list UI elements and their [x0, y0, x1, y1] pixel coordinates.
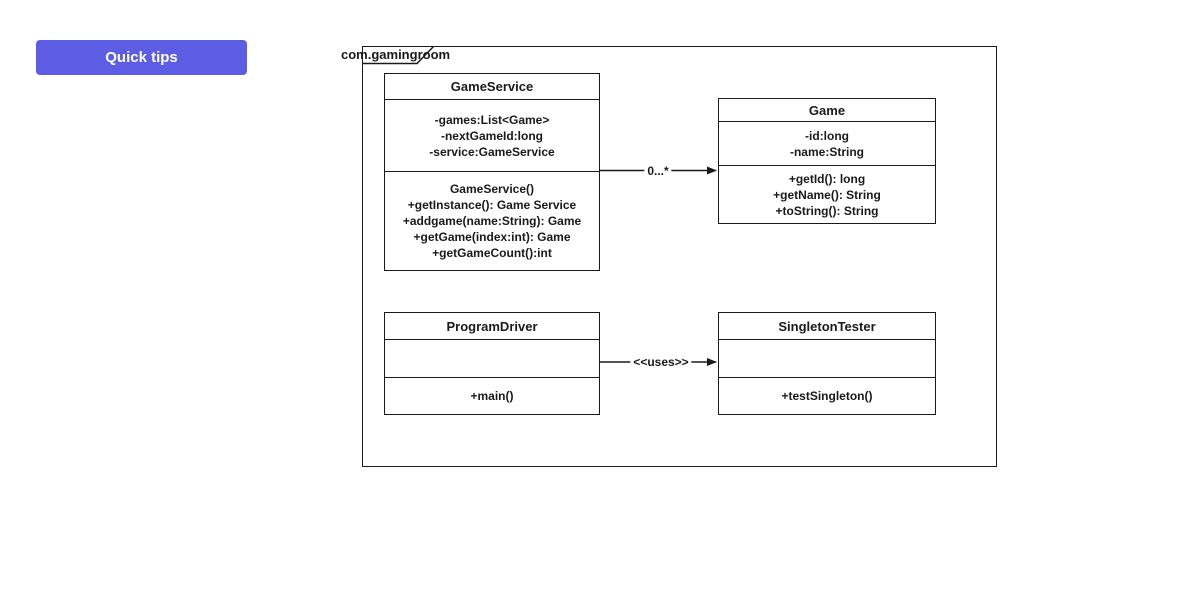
package-name-label[interactable]: com.gamingroom [341, 47, 451, 62]
class-programdriver-methods: +main() [385, 377, 599, 414]
method: +getInstance(): Game Service [407, 198, 577, 212]
class-singletontester[interactable]: SingletonTester +testSingleton() [718, 312, 936, 415]
class-game-methods: +getId(): long +getName(): String +toStr… [719, 165, 935, 223]
method: +getId(): long [788, 171, 866, 186]
method: +toString(): String [775, 203, 879, 218]
method: +getName(): String [773, 187, 881, 202]
multiplicity-label[interactable]: 0...* [644, 164, 672, 178]
class-programdriver-attributes [385, 339, 599, 377]
class-singletontester-methods: +testSingleton() [719, 377, 935, 414]
class-gameservice-title: GameService [450, 79, 534, 94]
method: +main() [470, 389, 514, 403]
method: +getGameCount():int [432, 246, 552, 260]
class-programdriver[interactable]: ProgramDriver +main() [384, 312, 600, 415]
class-programdriver-title: ProgramDriver [446, 318, 538, 334]
method: +testSingleton() [781, 389, 873, 403]
attribute: -service:GameService [429, 144, 555, 159]
attribute: -id:long [805, 128, 849, 143]
attribute: -games:List<Game> [434, 112, 550, 127]
attribute: -nextGameId:long [440, 128, 543, 143]
uses-stereotype-label[interactable]: <<uses>> [630, 355, 692, 369]
attribute: -name:String [789, 144, 864, 159]
method: GameService() [449, 182, 535, 196]
method: +getGame(index:int): Game [413, 230, 571, 244]
class-singletontester-attributes [719, 339, 935, 377]
class-gameservice[interactable]: GameService -games:List<Game> -nextGameI… [384, 73, 600, 271]
class-singletontester-title: SingletonTester [778, 318, 876, 334]
class-game[interactable]: Game -id:long -name:String +getId(): lon… [718, 98, 936, 224]
method: +addgame(name:String): Game [402, 214, 582, 228]
class-gameservice-methods: GameService() +getInstance(): Game Servi… [385, 171, 599, 270]
class-game-title: Game [808, 102, 846, 118]
quick-tips-button[interactable]: Quick tips [36, 40, 247, 75]
class-game-attributes: -id:long -name:String [719, 121, 935, 165]
class-gameservice-attributes: -games:List<Game> -nextGameId:long -serv… [385, 99, 599, 171]
